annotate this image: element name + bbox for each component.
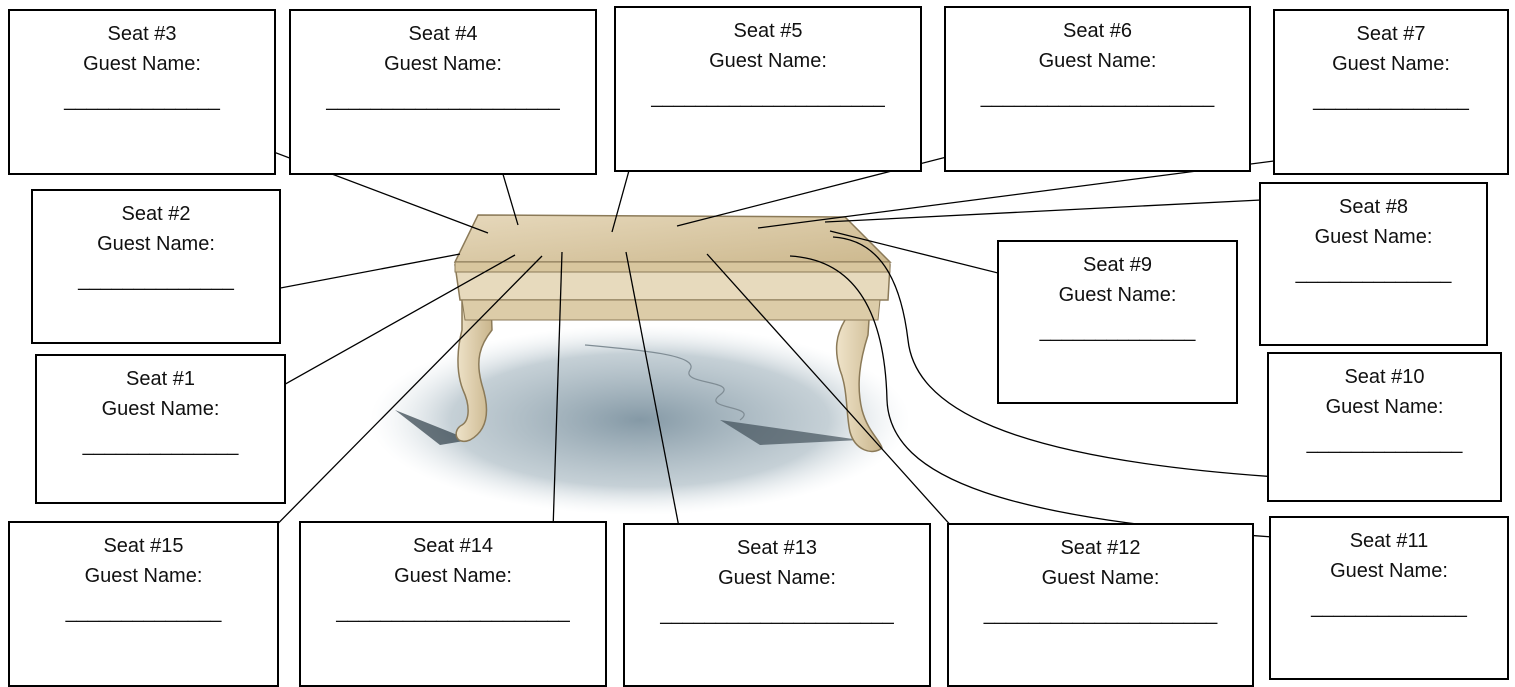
arrow-seat-15 (241, 255, 543, 561)
seat-card-5: Seat #5 Guest Name: ____________________… (614, 6, 922, 172)
guest-name-label: Guest Name: (101, 398, 220, 420)
guest-name-blank[interactable]: ______________ (78, 269, 234, 291)
seat-card-12: Seat #12 Guest Name: ___________________… (947, 523, 1254, 687)
seat-card-6: Seat #6 Guest Name: ____________________… (944, 6, 1251, 172)
seat-title: Seat #6 (1063, 20, 1132, 42)
seat-title: Seat #4 (408, 23, 478, 45)
table-top (453, 214, 892, 273)
guest-name-blank[interactable]: _____________________ (983, 603, 1218, 625)
guest-name-blank[interactable]: _____________________ (980, 86, 1215, 108)
seat-card-7: Seat #7 Guest Name: ______________ (1273, 9, 1509, 175)
guest-name-label: Guest Name: (1330, 560, 1448, 582)
guest-name-blank[interactable]: ______________ (82, 434, 239, 456)
guest-name-blank[interactable]: _____________________ (336, 601, 570, 623)
guest-name-label: Guest Name: (84, 565, 203, 587)
seat-card-1: Seat #1 Guest Name: ______________ (35, 354, 286, 504)
seat-title: Seat #7 (1356, 23, 1426, 45)
seat-title: Seat #11 (1349, 530, 1429, 552)
seat-title: Seat #8 (1339, 196, 1408, 218)
guest-name-label: Guest Name: (1314, 226, 1433, 248)
seat-card-14: Seat #14 Guest Name: ___________________… (299, 521, 607, 687)
seat-title: Seat #15 (103, 535, 184, 557)
seat-card-11: Seat #11 Guest Name: ______________ (1269, 516, 1509, 680)
guest-name-label: Guest Name: (1038, 50, 1157, 72)
guest-name-blank[interactable]: ______________ (1039, 320, 1196, 342)
guest-name-label: Guest Name: (1041, 567, 1160, 589)
guest-name-label: Guest Name: (384, 53, 502, 75)
guest-name-blank[interactable]: ______________ (1295, 262, 1452, 284)
arrow-seat-12 (706, 253, 972, 549)
seat-title: Seat #9 (1083, 254, 1152, 276)
guest-name-label: Guest Name: (709, 50, 827, 72)
arrow-seat-9 (829, 230, 1027, 283)
seat-title: Seat #13 (736, 537, 818, 559)
guest-name-label: Guest Name: (718, 567, 836, 589)
seat-card-10: Seat #10 Guest Name: ______________ (1267, 352, 1502, 502)
guest-name-blank[interactable]: _____________________ (651, 86, 885, 108)
seat-title: Seat #2 (121, 203, 191, 225)
guest-name-label: Guest Name: (1325, 396, 1444, 418)
seat-title: Seat #10 (1344, 366, 1425, 388)
guest-name-blank[interactable]: ______________ (65, 601, 222, 623)
seat-title: Seat #12 (1060, 537, 1141, 559)
seat-title: Seat #14 (412, 535, 494, 557)
arrow-seat-14 (547, 251, 563, 562)
guest-name-label: Guest Name: (83, 53, 201, 75)
seat-title: Seat #1 (126, 368, 195, 390)
guest-name-blank[interactable]: ______________ (1311, 596, 1467, 618)
arrow-seat-2 (253, 253, 461, 296)
seat-card-4: Seat #4 Guest Name: ____________________… (289, 9, 597, 175)
seat-card-13: Seat #13 Guest Name: ___________________… (623, 523, 931, 687)
seat-title: Seat #3 (107, 23, 177, 45)
guest-name-label: Guest Name: (394, 565, 512, 587)
seat-card-15: Seat #15 Guest Name: ______________ (8, 521, 279, 687)
guest-name-blank[interactable]: _____________________ (660, 603, 894, 625)
seat-card-2: Seat #2 Guest Name: ______________ (31, 189, 281, 344)
seat-card-8: Seat #8 Guest Name: ______________ (1259, 182, 1488, 346)
seat-title: Seat #5 (733, 20, 803, 42)
floor-shadow (370, 325, 910, 515)
guest-name-blank[interactable]: ______________ (64, 89, 220, 111)
guest-name-blank[interactable]: _____________________ (326, 89, 560, 111)
guest-name-label: Guest Name: (1058, 284, 1177, 306)
arrow-seat-10 (832, 236, 1294, 482)
guest-name-blank[interactable]: ______________ (1306, 432, 1463, 454)
seat-card-3: Seat #3 Guest Name: ______________ (8, 9, 276, 175)
guest-name-label: Guest Name: (97, 233, 215, 255)
seat-card-9: Seat #9 Guest Name: ______________ (997, 240, 1238, 404)
guest-name-label: Guest Name: (1332, 53, 1450, 75)
arrow-seat-1 (247, 254, 516, 406)
arrow-seat-11 (789, 255, 1289, 542)
arrow-seat-8 (824, 193, 1301, 223)
arrow-seat-13 (625, 251, 691, 575)
guest-name-blank[interactable]: ______________ (1313, 89, 1469, 111)
